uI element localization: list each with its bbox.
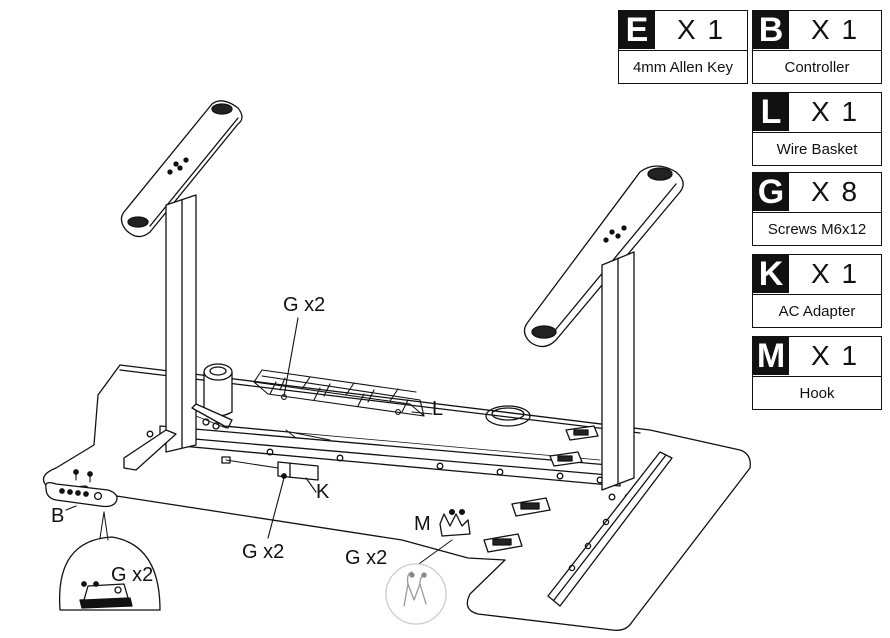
hook-detail — [385, 563, 447, 625]
legend-letter: L — [753, 93, 789, 131]
legend-quantity: X 8 — [810, 176, 860, 207]
legend-letter: K — [753, 255, 789, 293]
callout-hook-screws: G x2 — [345, 547, 388, 569]
legend-card-top: E X 1 — [619, 11, 747, 51]
controller-detail — [58, 511, 161, 611]
legend-card-top: K X 1 — [753, 255, 881, 295]
legend-quantity: X 1 — [810, 258, 860, 289]
legend-card-screws: G X 8 Screws M6x12 — [752, 172, 882, 246]
leader-basket-label — [411, 411, 433, 415]
callout-adapter-screws: G x2 — [242, 541, 285, 563]
legend-part-name: Screws M6x12 — [767, 220, 867, 238]
legend-part-name: AC Adapter — [778, 302, 856, 320]
legend-card-allen-key: E X 1 4mm Allen Key — [618, 10, 748, 84]
leader-basket-screws — [283, 317, 299, 397]
hook-device — [439, 508, 471, 537]
legend-quantity: X 1 — [676, 14, 726, 45]
legend-letter: E — [619, 11, 655, 49]
leader-controller — [65, 505, 77, 511]
legend-letter: M — [753, 337, 789, 375]
legend-card-top: G X 8 — [753, 173, 881, 213]
legend-quantity: X 1 — [810, 14, 860, 45]
legend-part-name: Hook — [799, 384, 835, 402]
legend-card-top: L X 1 — [753, 93, 881, 133]
legend-card-top: B X 1 — [753, 11, 881, 51]
legend-card-hook: M X 1 Hook — [752, 336, 882, 410]
legend-part-name: Wire Basket — [776, 140, 858, 158]
leader-adapter-screws — [267, 477, 285, 539]
bracket-1 — [565, 425, 599, 441]
right-leg-top-bar — [523, 165, 684, 348]
legend-part-name: 4mm Allen Key — [632, 58, 734, 76]
legend-letter: G — [753, 173, 789, 211]
bracket-4 — [483, 533, 523, 553]
left-leg-column — [165, 194, 197, 453]
cable-hole — [485, 405, 531, 427]
callout-controller: B — [51, 505, 65, 527]
callout-basket: L — [432, 398, 444, 420]
bracket-2 — [549, 451, 583, 467]
legend-quantity: X 1 — [810, 340, 860, 371]
left-leg-foot — [123, 429, 177, 471]
motor — [191, 363, 233, 430]
controller-device — [45, 469, 118, 508]
callout-controller-screws: G x2 — [111, 564, 154, 586]
callout-adapter: K — [316, 481, 330, 503]
legend-card-ac-adapter: K X 1 AC Adapter — [752, 254, 882, 328]
callout-basket-screws: G x2 — [283, 294, 326, 316]
legend-card-top: M X 1 — [753, 337, 881, 377]
callout-hook: M — [414, 513, 431, 535]
legend-card-wire-basket: L X 1 Wire Basket — [752, 92, 882, 166]
leader-adapter-label — [305, 477, 317, 493]
legend-quantity: X 1 — [810, 96, 860, 127]
legend-letter: B — [753, 11, 789, 49]
legend-card-controller: B X 1 Controller — [752, 10, 882, 84]
bracket-3 — [511, 497, 551, 517]
legend-part-name: Controller — [784, 58, 850, 76]
cable — [225, 425, 331, 441]
